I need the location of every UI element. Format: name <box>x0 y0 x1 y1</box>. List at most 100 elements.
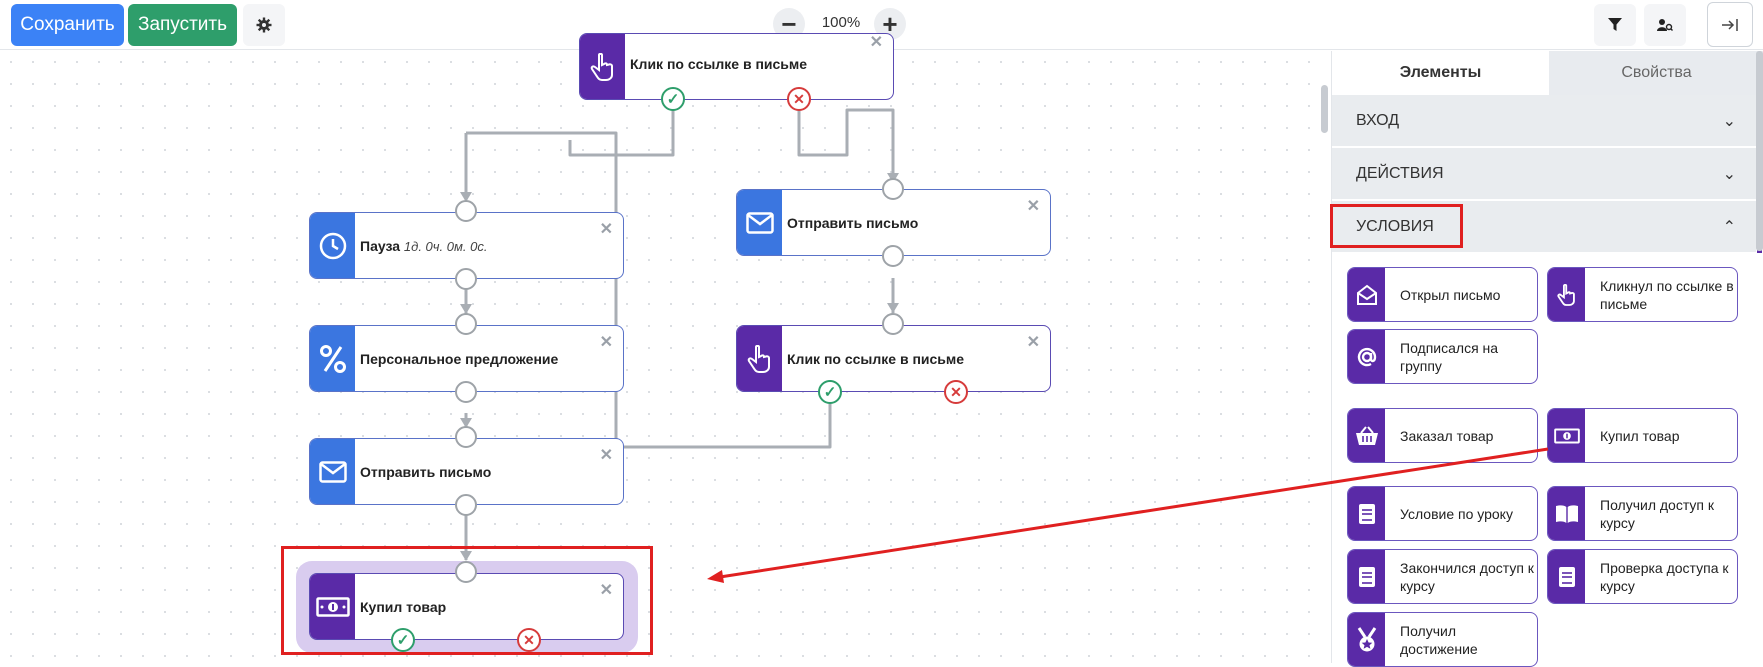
card-icon-box <box>1348 330 1385 383</box>
card-got-achievement[interactable]: Получил достижение <box>1347 612 1538 667</box>
node-icon-box <box>737 190 782 255</box>
card-opened-email[interactable]: Открыл письмо <box>1347 267 1538 322</box>
yes-branch-icon[interactable]: ✓ <box>391 628 415 652</box>
card-label: Условие по уроку <box>1400 505 1513 522</box>
zoom-level: 100% <box>821 14 861 31</box>
open-book-icon <box>1555 504 1578 523</box>
section-label: УСЛОВИЯ <box>1356 218 1434 235</box>
card-icon-box <box>1348 550 1385 603</box>
node-personal-offer[interactable]: Персональное предложение ✕ <box>309 325 624 392</box>
envelope-icon <box>745 211 774 234</box>
card-label: Заказал товар <box>1400 427 1494 444</box>
input-port[interactable] <box>455 313 477 335</box>
output-port[interactable] <box>882 245 904 267</box>
section-conditions[interactable]: УСЛОВИЯ ⌃ <box>1332 201 1762 253</box>
output-port[interactable] <box>455 494 477 516</box>
money-icon <box>315 596 350 617</box>
card-icon-box <box>1548 550 1585 603</box>
close-icon[interactable]: ✕ <box>599 221 613 238</box>
section-label: ВХОД <box>1356 112 1400 129</box>
at-sign-icon <box>1357 347 1376 366</box>
settings-button[interactable] <box>243 4 285 46</box>
workflow-canvas[interactable] <box>0 51 1325 663</box>
canvas-scrollbar[interactable] <box>1321 85 1328 133</box>
card-subscribed-group[interactable]: Подписался на группу <box>1347 329 1538 384</box>
envelope-icon <box>318 460 347 483</box>
card-label: Кликнул по ссылке в письме <box>1600 277 1734 312</box>
card-icon-box <box>1548 268 1585 321</box>
card-got-course-access[interactable]: Получил доступ к курсу <box>1547 486 1738 541</box>
node-icon-box <box>580 34 625 99</box>
node-title: Персональное предложение <box>360 350 559 367</box>
node-pause[interactable]: Пауза 1д. 0ч. 0м. 0с. ✕ <box>309 212 624 279</box>
card-icon-box <box>1348 613 1385 666</box>
gear-icon <box>256 17 272 33</box>
panel-scrollbar[interactable] <box>1756 51 1763 251</box>
medal-icon <box>1357 626 1376 651</box>
node-click-link-right[interactable]: Клик по ссылке в письме ✕ <box>736 325 1051 392</box>
input-port[interactable] <box>882 178 904 200</box>
section-entry[interactable]: ВХОД ⌄ <box>1332 95 1762 147</box>
save-button[interactable]: Сохранить <box>11 4 124 46</box>
no-branch-icon[interactable]: ✕ <box>944 380 968 404</box>
pause-duration: 1д. 0ч. 0м. 0с. <box>403 238 488 254</box>
collapse-panel-button[interactable] <box>1707 2 1753 47</box>
chevron-down-icon: ⌄ <box>1722 166 1736 183</box>
card-bought-product[interactable]: Купил товар <box>1547 408 1738 463</box>
node-bought-product[interactable]: Купил товар ✕ <box>309 573 624 640</box>
close-icon[interactable]: ✕ <box>599 447 613 464</box>
output-port[interactable] <box>455 381 477 403</box>
input-port[interactable] <box>455 200 477 222</box>
card-ordered-product[interactable]: Заказал товар <box>1347 408 1538 463</box>
close-icon[interactable]: ✕ <box>1026 198 1040 215</box>
book-icon <box>1358 503 1375 524</box>
node-title: Клик по ссылке в письме <box>630 56 808 72</box>
card-icon-box <box>1348 268 1385 321</box>
run-button[interactable]: Запустить <box>128 4 237 46</box>
highlight-frame-node <box>281 546 653 655</box>
filter-icon <box>1608 18 1622 31</box>
hand-pointer-icon <box>590 52 613 81</box>
user-search-button[interactable] <box>1644 4 1686 46</box>
no-branch-icon[interactable]: ✕ <box>517 628 541 652</box>
card-label: Закончился доступ к курсу <box>1400 559 1534 594</box>
yes-branch-icon[interactable]: ✓ <box>818 380 842 404</box>
filter-button[interactable] <box>1594 4 1636 46</box>
close-icon[interactable]: ✕ <box>599 582 613 599</box>
hand-pointer-icon <box>1556 283 1575 306</box>
node-icon-box <box>310 326 355 391</box>
card-course-access-ended[interactable]: Закончился доступ к курсу <box>1347 549 1538 604</box>
node-title: Купил товар <box>360 598 447 615</box>
book-icon <box>1358 566 1375 587</box>
card-lesson-condition[interactable]: Условие по уроку <box>1347 486 1538 541</box>
node-title: Пауза 1д. 0ч. 0м. 0с. <box>360 238 487 254</box>
envelope-open-icon <box>1356 284 1377 305</box>
input-port[interactable] <box>455 426 477 448</box>
yes-branch-icon[interactable]: ✓ <box>661 87 685 111</box>
tab-elements[interactable]: Элементы <box>1332 51 1549 95</box>
hand-pointer-icon <box>747 344 770 373</box>
percent-icon <box>319 344 346 373</box>
user-search-icon <box>1657 19 1673 31</box>
input-port[interactable] <box>882 313 904 335</box>
node-send-email-right[interactable]: Отправить письмо ✕ <box>736 189 1051 256</box>
card-course-access-check[interactable]: Проверка доступа к курсу <box>1547 549 1738 604</box>
card-icon-box <box>1548 487 1585 540</box>
card-icon-box <box>1348 409 1385 462</box>
close-icon[interactable]: ✕ <box>599 334 613 351</box>
close-icon[interactable]: ✕ <box>1026 334 1040 351</box>
node-send-email-left[interactable]: Отправить письмо ✕ <box>309 438 624 505</box>
input-port[interactable] <box>455 561 477 583</box>
no-branch-icon[interactable]: ✕ <box>787 87 811 111</box>
close-icon[interactable]: ✕ <box>869 34 883 51</box>
clock-icon <box>319 232 346 259</box>
tab-properties[interactable]: Свойства <box>1549 51 1763 95</box>
card-label: Получил доступ к курсу <box>1600 496 1715 531</box>
output-port[interactable] <box>455 268 477 290</box>
card-label: Купил товар <box>1600 427 1680 444</box>
card-clicked-link[interactable]: Кликнул по ссылке в письме <box>1547 267 1738 322</box>
node-title-text: Пауза <box>360 237 401 254</box>
node-icon-box <box>310 213 355 278</box>
section-actions[interactable]: ДЕЙСТВИЯ ⌄ <box>1332 148 1762 200</box>
node-top-click[interactable]: Клик по ссылке в письме ✕ <box>579 33 894 100</box>
